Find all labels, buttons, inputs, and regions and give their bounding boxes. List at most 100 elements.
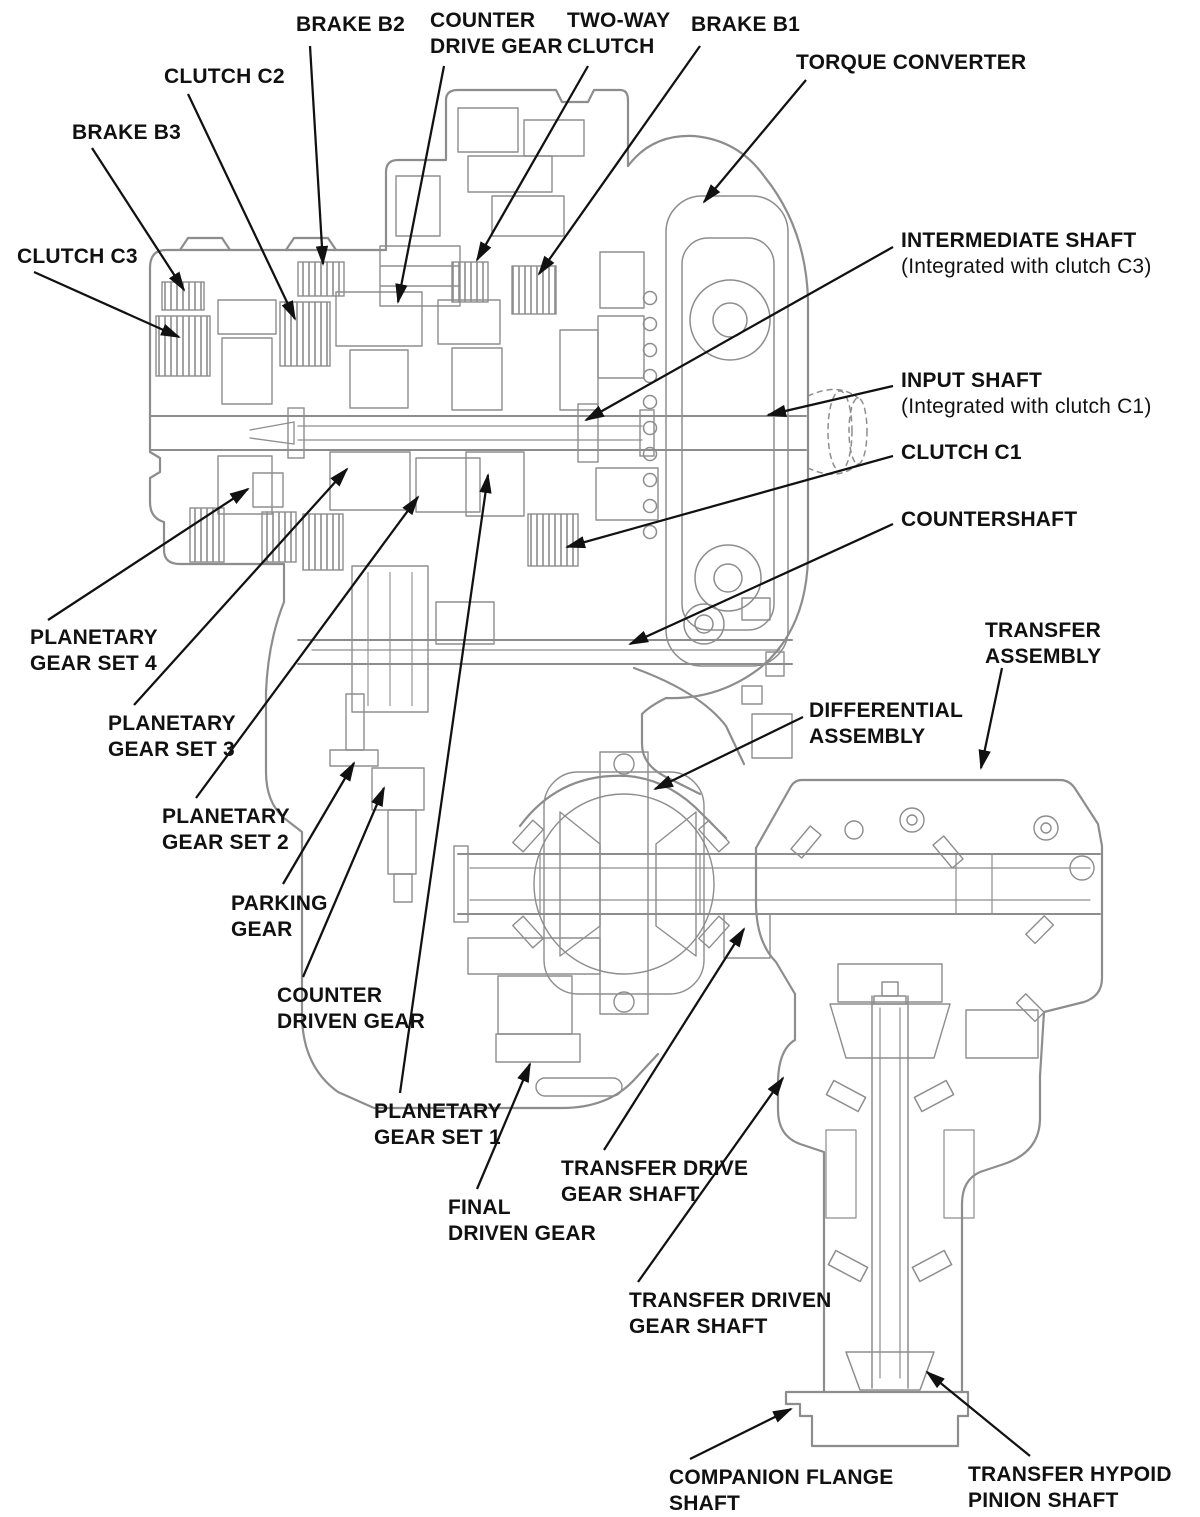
label-line: TRANSFER DRIVEN [629, 1289, 832, 1312]
label-counter-driven-gear: COUNTER DRIVEN GEAR [277, 983, 425, 1035]
leader-planetary-gear-set-3 [133, 467, 349, 706]
label-line: ASSEMBLY [985, 645, 1102, 668]
label-line: ASSEMBLY [809, 725, 926, 748]
label-line: GEAR SET 4 [30, 652, 157, 675]
label-line: COUNTER [430, 9, 536, 32]
leader-planetary-gear-set-2 [195, 495, 420, 799]
label-countershaft: COUNTERSHAFT [901, 507, 1077, 533]
label-line: PLANETARY [374, 1100, 502, 1123]
label-clutch-c1: CLUTCH C1 [901, 440, 1022, 466]
leader-two-way-clutch [476, 65, 589, 262]
label-brake-b2: BRAKE B2 [296, 12, 405, 38]
label-subline: (Integrated with clutch C1) [901, 395, 1152, 418]
label-line: INTERMEDIATE SHAFT [901, 229, 1137, 252]
label-planetary-gear-set-1: PLANETARY GEAR SET 1 [374, 1099, 502, 1151]
label-line: PLANETARY [108, 712, 236, 735]
transmission-case-drawing [148, 88, 810, 1110]
label-line: TRANSFER DRIVE [561, 1157, 749, 1180]
leader-transfer-hypoid-pinion-shaft [925, 1370, 1031, 1457]
label-line: DRIVE GEAR [430, 35, 563, 58]
label-line: PINION SHAFT [968, 1489, 1119, 1512]
label-line: COUNTERSHAFT [901, 508, 1078, 531]
label-line: GEAR [231, 918, 293, 941]
label-counter-drive-gear: COUNTER DRIVE GEAR [430, 8, 563, 60]
leader-counter-drive-gear [395, 65, 446, 304]
label-line: GEAR SET 1 [374, 1126, 501, 1149]
label-clutch-c3: CLUTCH C3 [17, 244, 138, 270]
label-line: CLUTCH C2 [164, 65, 285, 88]
label-line: GEAR SHAFT [629, 1315, 768, 1338]
label-intermediate-shaft: INTERMEDIATE SHAFT (Integrated with clutc… [901, 228, 1152, 280]
label-line: BRAKE B3 [72, 121, 181, 144]
leader-transfer-driven-gear-shaft [637, 1076, 785, 1283]
leader-brake-b3 [91, 147, 186, 292]
label-subline: (Integrated with clutch C3) [901, 255, 1152, 278]
label-line: BRAKE B1 [691, 13, 800, 36]
transfer-assembly-drawing [754, 778, 1104, 1394]
leader-countershaft [628, 522, 894, 646]
clutch-pack-hatching [155, 261, 579, 571]
label-brake-b3: BRAKE B3 [72, 120, 181, 146]
label-parking-gear: PARKING GEAR [231, 891, 328, 943]
label-line: CLUTCH C1 [901, 441, 1022, 464]
label-torque-converter: TORQUE CONVERTER [796, 50, 1026, 76]
label-transfer-hypoid-pinion-shaft: TRANSFER HYPOID PINION SHAFT [968, 1462, 1172, 1514]
label-line: COUNTER [277, 984, 383, 1007]
label-line: TORQUE CONVERTER [796, 51, 1027, 74]
gear-train-drawing [217, 107, 785, 1097]
leader-input-shaft [766, 384, 894, 417]
differential-drawing [512, 751, 730, 1015]
label-line: DRIVEN GEAR [277, 1010, 426, 1033]
leader-transfer-drive-gear-shaft [603, 927, 746, 1151]
label-line: TRANSFER [985, 619, 1101, 642]
main-shaft-drawing [149, 388, 1101, 923]
label-line: GEAR SET 3 [108, 738, 235, 761]
leader-brake-b2 [308, 45, 329, 266]
label-input-shaft: INPUT SHAFT (Integrated with clutch C1) [901, 368, 1152, 420]
leader-final-driven-gear [475, 1062, 532, 1190]
leader-counter-driven-gear [301, 786, 386, 978]
leader-clutch-c2 [186, 93, 297, 321]
leader-intermediate-shaft [584, 246, 894, 421]
label-line: BRAKE B2 [296, 13, 405, 36]
leader-brake-b1 [537, 45, 701, 276]
label-line: CLUTCH [567, 35, 655, 58]
leader-differential-assembly [653, 715, 804, 791]
leader-planetary-gear-set-1 [398, 473, 492, 1094]
hypoid-pinion-shaft-drawing [776, 981, 975, 1448]
label-brake-b1: BRAKE B1 [691, 12, 800, 38]
leader-clutch-c3 [33, 270, 181, 339]
label-line: DIFFERENTIAL [809, 699, 964, 722]
leader-companion-flange-shaft [689, 1407, 793, 1461]
leader-transfer-assembly [978, 667, 1004, 770]
label-line: GEAR SHAFT [561, 1183, 700, 1206]
label-line: CLUTCH C3 [17, 245, 138, 268]
label-line: COMPANION FLANGE [669, 1466, 894, 1489]
label-line: TWO-WAY [567, 9, 671, 32]
label-clutch-c2: CLUTCH C2 [164, 64, 285, 90]
label-line: GEAR SET 2 [162, 831, 289, 854]
label-line: PLANETARY [162, 805, 290, 828]
label-line: SHAFT [669, 1492, 740, 1515]
label-transfer-driven-gear-shaft: TRANSFER DRIVEN GEAR SHAFT [629, 1288, 832, 1340]
label-planetary-gear-set-3: PLANETARY GEAR SET 3 [108, 711, 236, 763]
leader-parking-gear [282, 761, 356, 885]
label-two-way-clutch: TWO-WAY CLUTCH [567, 8, 670, 60]
label-line: PARKING [231, 892, 328, 915]
leader-planetary-gear-set-4 [47, 487, 250, 621]
label-line: INPUT SHAFT [901, 369, 1043, 392]
label-transfer-drive-gear-shaft: TRANSFER DRIVE GEAR SHAFT [561, 1156, 748, 1208]
label-companion-flange-shaft: COMPANION FLANGE SHAFT [669, 1465, 893, 1517]
leader-torque-converter [702, 79, 807, 204]
label-differential-assembly: DIFFERENTIAL ASSEMBLY [809, 698, 963, 750]
label-line: TRANSFER HYPOID [968, 1463, 1172, 1486]
label-transfer-assembly: TRANSFER ASSEMBLY [985, 618, 1101, 670]
label-line: FINAL [448, 1196, 511, 1219]
leader-clutch-c1 [565, 454, 894, 549]
label-planetary-gear-set-2: PLANETARY GEAR SET 2 [162, 804, 290, 856]
